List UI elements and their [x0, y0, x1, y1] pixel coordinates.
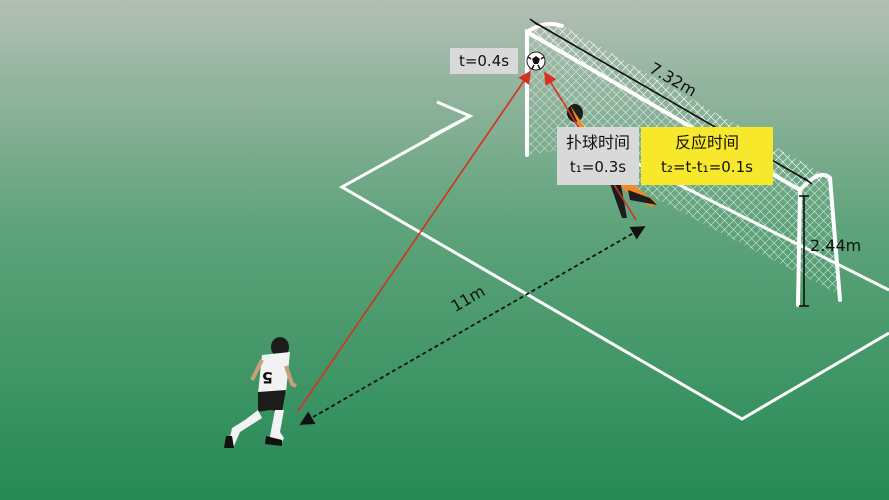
goal-height-label: 2.44m: [810, 236, 861, 255]
ball-time-label: t=0.4s: [458, 52, 510, 70]
catch-title: 扑球时间: [565, 133, 630, 152]
catch-value: t₁=0.3s: [569, 158, 627, 176]
svg-text:5: 5: [262, 368, 273, 387]
catch-time-box: 扑球时间 t₁=0.3s: [557, 127, 639, 185]
reaction-title: 反应时间: [674, 133, 739, 152]
shot-trajectory: [297, 70, 531, 412]
goalkeeper: [567, 104, 657, 218]
kicker-player: 5: [224, 337, 297, 448]
ball-time-box: t=0.4s: [450, 48, 518, 74]
goal-posts: [525, 28, 803, 307]
goal-area-line: [429, 114, 471, 139]
reaction-value: t₂=t-t₁=0.1s: [661, 158, 753, 176]
distance-arrow: [299, 226, 646, 425]
reaction-time-box: 反应时间 t₂=t-t₁=0.1s: [641, 127, 773, 185]
penalty-area-line: [338, 100, 889, 421]
goal-frame: [525, 22, 842, 307]
soccer-ball: [526, 51, 546, 71]
